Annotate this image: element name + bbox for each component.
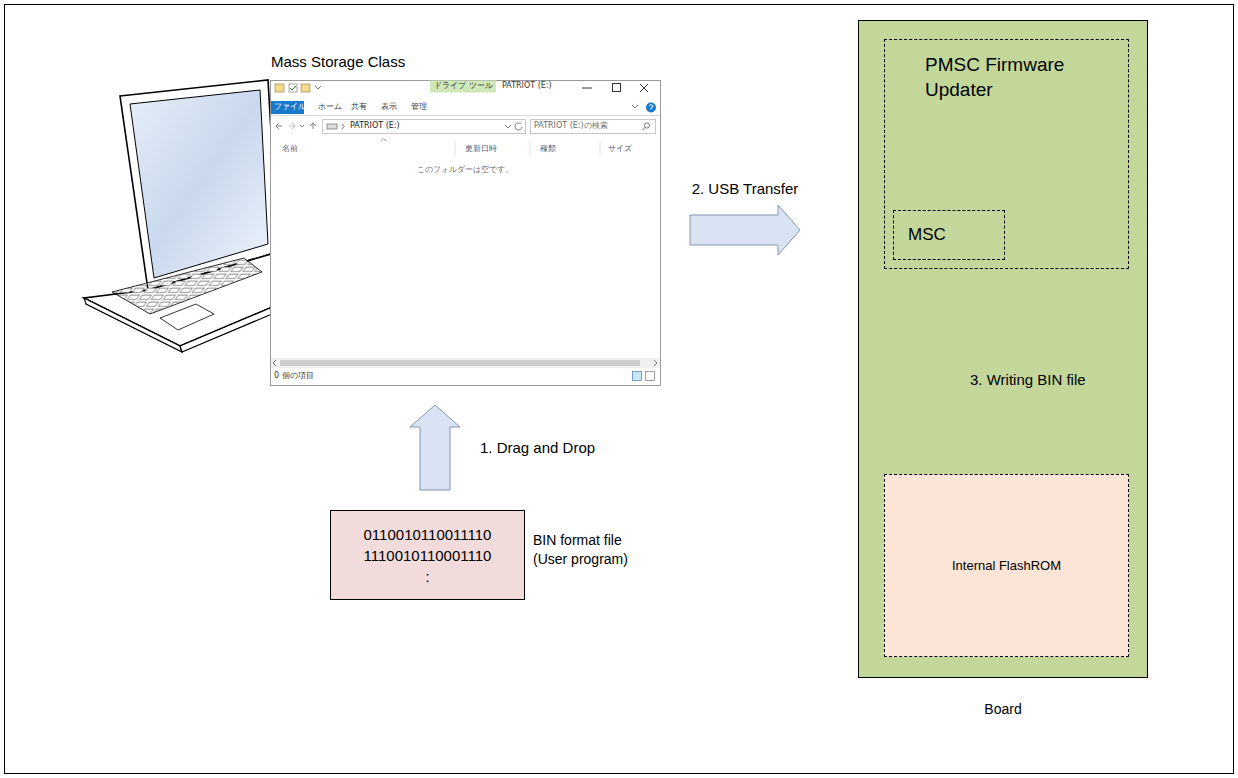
drawing-circle	[646, 103, 656, 113]
drawing-polygon	[160, 304, 214, 330]
flashrom-box: Internal FlashROM	[884, 474, 1129, 657]
drawing-path	[505, 125, 511, 128]
window-text: サイズ	[608, 144, 632, 153]
window-text: 種類	[540, 144, 556, 153]
drawing-path	[300, 125, 304, 127]
drawing-line	[530, 141, 531, 156]
drawing-line	[600, 141, 601, 156]
drawing-path	[276, 123, 282, 129]
drawing-rect	[5, 5, 1234, 774]
window-text: 共有	[351, 102, 367, 111]
window-text: PATRIOT (E:)	[502, 81, 552, 90]
board-label: Board	[859, 701, 1147, 717]
window-text: PATRIOT (E:)	[350, 121, 400, 130]
window-text: ファイル	[274, 102, 306, 111]
drawing-polygon	[84, 252, 292, 346]
firmware-updater-box: PMSC Firmware UpdaterMSC	[884, 39, 1129, 269]
arrow-label: 2. USB Transfer	[692, 180, 799, 197]
drawing-rect	[275, 84, 284, 92]
drawing-path	[310, 123, 316, 129]
drawing-path	[381, 139, 386, 142]
drawing-rect	[646, 372, 655, 381]
drawing-rect	[531, 120, 656, 134]
arrow-label: 1. Drag and Drop	[480, 439, 595, 456]
drawing-line	[455, 141, 456, 156]
window-text: 表示	[381, 102, 397, 111]
file-caption: BIN format file (User program)	[533, 531, 651, 569]
drawing-rect	[301, 84, 310, 92]
drawing-path	[273, 360, 276, 366]
drawing-path	[515, 123, 522, 130]
window-text: PATRIOT (E:)の検索	[534, 121, 608, 130]
drawing-rect	[271, 81, 661, 386]
drawing-line	[582, 88, 592, 89]
drawing-polygon	[130, 90, 268, 278]
window-text: 更新日時	[465, 144, 497, 153]
board-box: BoardPMSC Firmware UpdaterMSCInternal Fl…	[858, 20, 1148, 678]
updater-title: PMSC Firmware Updater	[925, 52, 1095, 102]
arrow-label: 3. Writing BIN file	[970, 371, 1086, 388]
drawing-path	[289, 123, 295, 129]
drawing-rect	[327, 124, 337, 129]
flashrom-title: Internal FlashROM	[952, 558, 1061, 573]
drawing-path	[342, 124, 344, 129]
msc-box: MSC	[893, 210, 1005, 260]
drawing-rect	[323, 120, 526, 134]
drawing-rect	[633, 372, 642, 381]
drawing-polygon	[112, 258, 262, 314]
window-text: このフォルダーは空です。	[417, 166, 513, 175]
drawing-path	[649, 105, 653, 110]
window-text: 名前	[282, 144, 298, 153]
drawing-path	[654, 360, 657, 366]
window-text: ホーム	[318, 102, 342, 111]
drawing-rect	[613, 84, 621, 92]
window-heading: Mass Storage Class	[271, 53, 405, 70]
window-text: 管理	[411, 102, 427, 111]
block-arrow	[690, 205, 800, 255]
drawing-rect	[430, 81, 496, 93]
drawing-path	[632, 105, 638, 108]
window-text: 0 個の項目	[274, 371, 314, 380]
drawing-rect	[271, 358, 660, 368]
drawing-path	[290, 86, 296, 90]
drawing-rect	[280, 360, 640, 366]
drawing-circle	[644, 123, 649, 128]
drawing-path	[315, 86, 321, 89]
msc-title: MSC	[908, 225, 946, 245]
drawing-path	[640, 84, 648, 92]
drawing-line	[643, 128, 646, 131]
drawing-rect	[289, 84, 297, 92]
window-text: ドライブ ツール	[434, 81, 493, 90]
arrow-shape	[410, 405, 460, 490]
drawing-line	[271, 115, 660, 116]
arrow-shape	[690, 205, 800, 255]
bin-file-box: 0110010110011110 1110010110001110 :BIN f…	[330, 510, 525, 600]
block-arrow	[410, 405, 460, 490]
binary-content: 0110010110011110 1110010110001110 :	[364, 524, 492, 587]
